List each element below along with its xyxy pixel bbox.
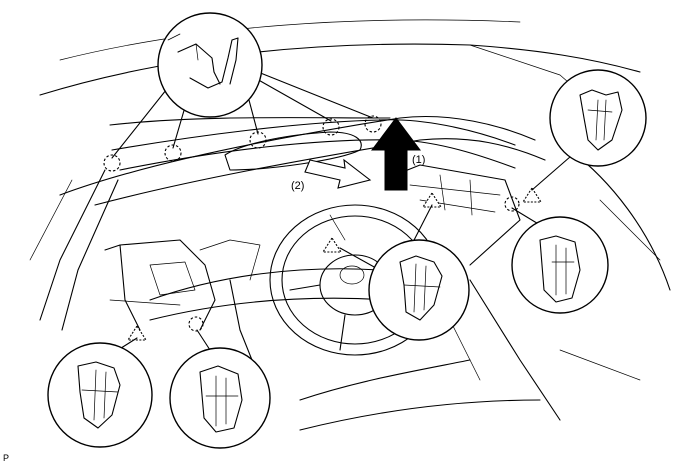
claw-detail-callout [368, 239, 470, 341]
clip-detail-callout [511, 216, 609, 314]
clip-marker [504, 196, 520, 212]
clip-marker [188, 316, 204, 332]
clip-marker [103, 154, 121, 172]
clip-marker [364, 115, 382, 133]
leader-lines [109, 71, 579, 356]
cabin-linework [29, 19, 671, 431]
claw-marker [521, 186, 543, 203]
clip-detail-callout [169, 347, 271, 449]
claw-marker [321, 236, 343, 253]
clip-marker [164, 144, 182, 162]
figure-code: P [3, 453, 9, 463]
clip-detail-callout [157, 12, 263, 118]
pull-arrow-2 [304, 158, 372, 189]
claw-detail-callout [549, 69, 647, 167]
claw-marker [126, 324, 148, 341]
clip-marker [322, 118, 340, 136]
claw-marker [421, 191, 443, 208]
step-2-label: (2) [291, 180, 304, 192]
claw-detail-callout [47, 342, 153, 448]
claw-markers [126, 186, 543, 341]
lift-arrow-1 [371, 117, 421, 191]
clip-markers [103, 115, 520, 332]
step-1-label: (1) [412, 154, 425, 166]
